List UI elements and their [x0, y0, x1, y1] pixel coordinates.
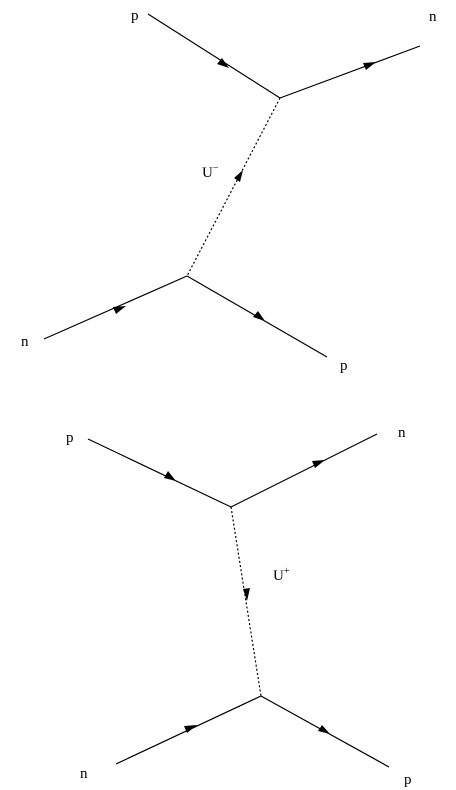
boson-name: U	[273, 568, 284, 584]
neutron-in-arrow	[113, 306, 126, 314]
label-top-left: p	[131, 8, 139, 24]
label-top-left: p	[66, 430, 74, 446]
boson-name: U	[202, 165, 213, 181]
proton-in-line	[147, 13, 281, 99]
diagram-u-plus: p n U+ n p	[66, 425, 412, 788]
label-top-right: n	[398, 425, 406, 441]
boson-propagator	[230, 506, 262, 697]
boson-arrow	[234, 170, 243, 182]
label-bottom-right: p	[340, 358, 348, 374]
proton-in-arrow	[164, 471, 176, 481]
boson-charge: +	[284, 566, 290, 577]
neutron-in-arrow	[184, 725, 197, 733]
label-boson: U−	[202, 163, 219, 181]
proton-out-arrow	[318, 725, 330, 734]
label-top-right: n	[429, 9, 437, 25]
proton-in-arrow	[217, 58, 229, 68]
neutron-out-arrow	[312, 460, 325, 468]
label-bottom-right: p	[404, 772, 412, 788]
proton-out-arrow	[253, 311, 265, 321]
neutron-out-line	[230, 433, 378, 508]
neutron-out-line	[279, 45, 421, 99]
proton-in-line	[87, 438, 232, 508]
boson-charge: −	[213, 163, 219, 174]
label-bottom-left: n	[80, 766, 88, 782]
label-boson: U+	[273, 566, 290, 584]
label-bottom-left: n	[21, 334, 29, 350]
diagram-u-minus: p n U− n p	[21, 8, 437, 374]
boson-arrow	[243, 588, 250, 601]
neutron-out-arrow	[363, 62, 376, 70]
boson-propagator	[186, 97, 281, 277]
